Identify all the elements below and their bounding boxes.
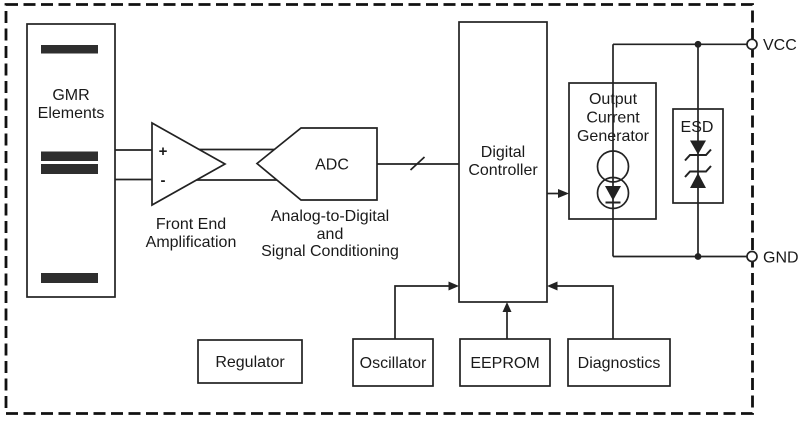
- diagnostics-box: [567, 338, 671, 387]
- adc-label: ADC: [315, 157, 349, 174]
- diode-triangle: [605, 186, 621, 201]
- adc-caption-line1: Analog-to-Digital: [271, 208, 389, 225]
- adc-block: ADC Analog-to-Digital and Signal Conditi…: [255, 127, 399, 260]
- gmr-element-bar-icon: [41, 273, 98, 283]
- regulator-box: [197, 339, 303, 384]
- front-end-amplifier-block: + - Front End Amplification: [146, 121, 237, 251]
- zener-diode-bottom-icon: [684, 165, 712, 188]
- gmr-elements-block: GMR Elements: [26, 23, 116, 298]
- gnd-terminal: GND: [746, 250, 799, 267]
- gmr-element-bar-icon: [41, 151, 98, 161]
- gmr-element-bar-icon: [41, 45, 98, 54]
- oscillator-box: [352, 338, 434, 387]
- digital-controller-box: [458, 21, 548, 303]
- oscillator-label: Oscillator: [360, 355, 427, 372]
- gnd-terminal-circle-icon: [746, 250, 758, 263]
- vcc-terminal: VCC: [746, 37, 797, 54]
- diode-icon: [605, 186, 621, 204]
- eeprom-box: [459, 338, 551, 387]
- digital-controller-label-line2: Controller: [468, 162, 538, 179]
- eeprom-label: EEPROM: [470, 355, 539, 372]
- regulator-block: Regulator: [197, 339, 303, 384]
- eeprom-block: EEPROM: [459, 302, 551, 387]
- gnd-label: GND: [763, 250, 799, 267]
- amplifier-caption-line1: Front End: [156, 216, 226, 233]
- regulator-label: Regulator: [215, 354, 285, 371]
- op-amp-triangle-icon: [151, 121, 227, 207]
- arrowhead-right-icon: [448, 281, 459, 291]
- vcc-terminal-circle-icon: [746, 38, 758, 51]
- zener-top-triangle: [690, 140, 706, 155]
- output-current-generator-block: Output Current Generator: [568, 44, 657, 257]
- controller-to-ocg-arrow: [547, 189, 569, 198]
- gmr-element-bar-icon: [41, 164, 98, 174]
- oscillator-to-controller-wire: [394, 285, 450, 339]
- digital-controller-label-line1: Digital: [481, 144, 525, 161]
- esd-label: ESD: [681, 119, 714, 136]
- amplifier-plus-label: +: [159, 143, 168, 160]
- junction-dot-icon: [694, 253, 702, 260]
- junction-dot-icon: [694, 40, 702, 48]
- gmr-label-line1: GMR: [52, 87, 89, 104]
- arrowhead-right-icon: [558, 189, 569, 198]
- vcc-label: VCC: [763, 37, 797, 54]
- diagnostics-to-controller-wire: [556, 285, 614, 339]
- zener-diode-top-icon: [684, 140, 712, 162]
- oscillator-block: Oscillator: [352, 281, 459, 387]
- package-boundary: [4, 3, 754, 415]
- adc-caption-line2: and: [317, 226, 344, 243]
- amplifier-caption-line2: Amplification: [146, 234, 237, 251]
- esd-block: ESD: [672, 44, 724, 257]
- adc-caption-line3: Signal Conditioning: [261, 243, 399, 260]
- gmr-label-line2: Elements: [38, 105, 105, 122]
- arrowhead-left-icon: [547, 281, 558, 291]
- zener-bottom-bar: [684, 165, 712, 178]
- bus-slash-icon: [409, 156, 426, 171]
- arrowhead-up-icon: [502, 302, 512, 312]
- zener-top-bar: [684, 148, 712, 162]
- diagnostics-block: Diagnostics: [547, 281, 671, 387]
- zener-bottom-triangle: [690, 173, 706, 188]
- amplifier-minus-label: -: [161, 172, 166, 189]
- digital-controller-block: Digital Controller: [458, 21, 548, 303]
- diagnostics-label: Diagnostics: [578, 355, 661, 372]
